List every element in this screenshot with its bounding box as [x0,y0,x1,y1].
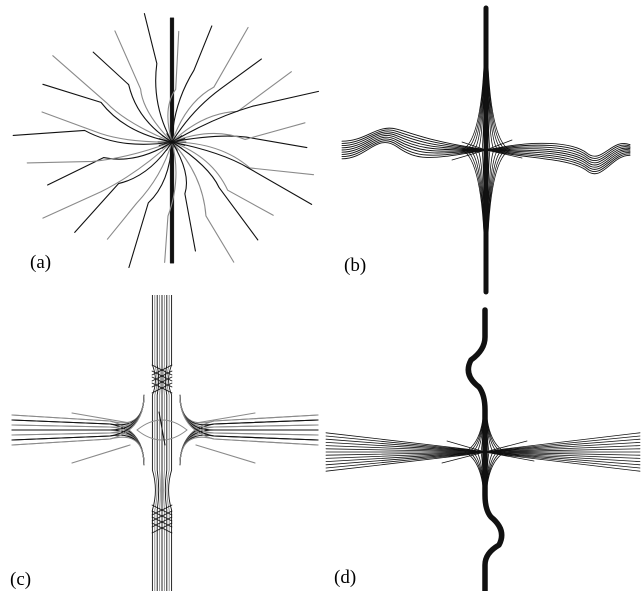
converge-line [485,451,506,501]
arm-line [179,436,319,466]
core-line [161,141,173,149]
panel-d: (d) [322,295,644,591]
radial-line [143,13,173,143]
radial-line [171,122,306,143]
inner-curve [158,411,166,446]
braid-line [151,364,173,376]
core-line [171,141,178,151]
arm-line [179,424,319,466]
band-line [159,295,161,591]
radial-line [171,141,274,216]
band-line [156,295,160,591]
panel-a-label: (a) [30,252,52,273]
radial-line [26,141,173,164]
inner-curve [136,419,188,431]
braid-line [151,522,173,534]
inner-curve [136,429,188,441]
core-line [171,133,178,143]
converge-line [461,149,486,271]
radial-line [12,129,173,145]
radial-line [171,58,262,143]
braid-line [151,376,173,388]
arm-line [11,436,145,466]
core-line [166,141,173,151]
panel-a-drawing [12,13,320,269]
panel-b: (b) [322,0,644,295]
core-line [171,141,186,146]
radial-line [42,83,173,143]
core-line [161,135,173,143]
radial-line [128,141,173,269]
radial-line [52,55,173,143]
tick-line [461,139,513,151]
panel-d-label: (d) [334,567,357,588]
panel-c-label: (c) [10,569,32,590]
braid-line [151,382,173,394]
band-line [163,295,165,591]
arm-line [179,394,319,436]
radial-line [167,30,180,143]
panel-d-drawing [325,307,641,591]
radial-line [171,141,259,241]
arm-line [11,434,145,466]
band-line [164,295,168,591]
panel-c: (c) [0,295,322,591]
radial-line [114,30,173,143]
fan-line [325,451,486,472]
panel-b-drawing [341,5,631,295]
panel-b-label: (b) [344,255,367,276]
diagonal-arm [71,412,131,424]
radial-line [164,141,177,263]
braid-line [151,516,173,528]
radial-line [171,141,315,176]
radial-line [106,141,173,240]
braid-line [151,504,173,516]
radial-line [171,141,313,205]
converge-line [486,149,511,271]
diagonal-arm [71,444,131,464]
fan-line [484,432,641,453]
radial-line [171,25,213,143]
core-line [171,135,183,143]
thick-wavy-vertical [465,307,505,591]
core-line [171,141,183,149]
converge-line [485,404,506,453]
core-line [158,138,173,143]
converge-line [486,29,511,151]
converge-line [464,451,485,501]
converge-line [461,29,486,151]
tick-line [446,440,528,453]
band-line [154,295,158,591]
braid-line [151,510,173,522]
braid-line [151,370,173,382]
core-line [158,141,173,146]
core-line [171,138,186,143]
radial-line [42,141,173,219]
radial-line [171,26,249,143]
panel-c-drawing [11,295,319,591]
band-line [166,295,170,591]
arm-line [179,434,319,466]
radial-line [171,90,320,143]
core-line [166,133,173,143]
radial-line [171,141,235,263]
radial-line [171,135,308,149]
diagonal-arm [195,444,256,464]
panel-a: (a) [0,0,322,295]
converge-line [464,404,485,453]
diagonal-arm [195,412,256,424]
